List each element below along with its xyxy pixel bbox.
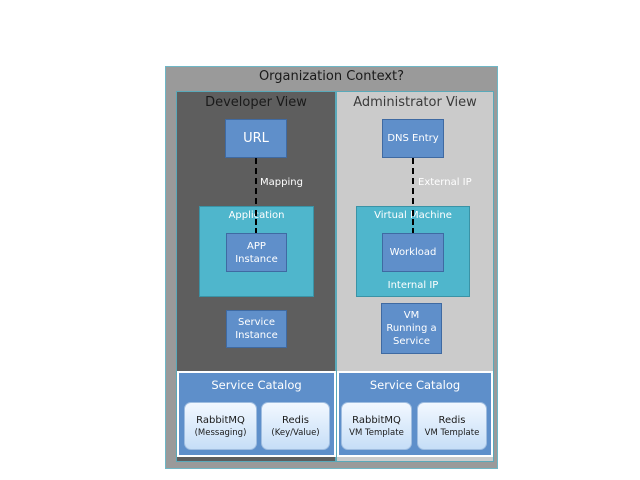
catalog-item-name: RabbitMQ: [196, 414, 245, 426]
mapping-connector-inner: [255, 210, 257, 234]
service-instance-box: Service Instance: [226, 310, 287, 348]
workload-label: Workload: [389, 247, 437, 258]
vm-service-line3: Service: [393, 336, 430, 347]
catalog-item-name: Redis: [438, 414, 466, 426]
organization-context-title: Organization Context?: [258, 69, 405, 84]
vm-service-line2: Running a: [386, 323, 437, 334]
catalog-item-sub: (Messaging): [194, 427, 247, 438]
administrator-catalog-item-rabbitmq: RabbitMQ VM Template: [341, 402, 412, 450]
catalog-item-name: Redis: [282, 414, 309, 426]
catalog-item-sub: (Key/Value): [271, 427, 320, 438]
developer-view-title: Developer View: [205, 95, 307, 110]
developer-catalog-title: Service Catalog: [211, 378, 302, 392]
internal-ip-label: Internal IP: [387, 280, 439, 291]
administrator-catalog-title: Service Catalog: [369, 378, 461, 392]
app-instance-line2: Instance: [235, 253, 278, 265]
external-ip-label: External IP: [418, 177, 472, 188]
mapping-connector: [255, 158, 257, 234]
service-instance-line2: Instance: [235, 330, 278, 341]
url-label: URL: [243, 131, 269, 146]
workload-box: Workload: [382, 233, 444, 272]
app-instance-line1: APP: [247, 240, 266, 252]
external-ip-connector-inner: [412, 210, 414, 234]
developer-catalog-item-rabbitmq: RabbitMQ (Messaging): [184, 402, 257, 450]
vm-running-service-box: VM Running a Service: [381, 303, 442, 354]
dns-entry-label: DNS Entry: [387, 133, 439, 144]
mapping-label: Mapping: [260, 177, 303, 188]
url-box: URL: [225, 119, 287, 158]
external-ip-connector: [412, 158, 414, 234]
vm-service-line1: VM: [403, 310, 420, 321]
catalog-item-sub: VM Template: [349, 427, 404, 438]
administrator-view-title: Administrator View: [353, 95, 477, 110]
developer-catalog-item-redis: Redis (Key/Value): [261, 402, 330, 450]
service-instance-line1: Service: [238, 317, 275, 328]
catalog-item-name: RabbitMQ: [352, 414, 401, 426]
administrator-catalog-item-redis: Redis VM Template: [417, 402, 487, 450]
catalog-item-sub: VM Template: [424, 427, 480, 438]
app-instance-box: APP Instance: [226, 233, 287, 272]
dns-entry-box: DNS Entry: [382, 119, 444, 158]
